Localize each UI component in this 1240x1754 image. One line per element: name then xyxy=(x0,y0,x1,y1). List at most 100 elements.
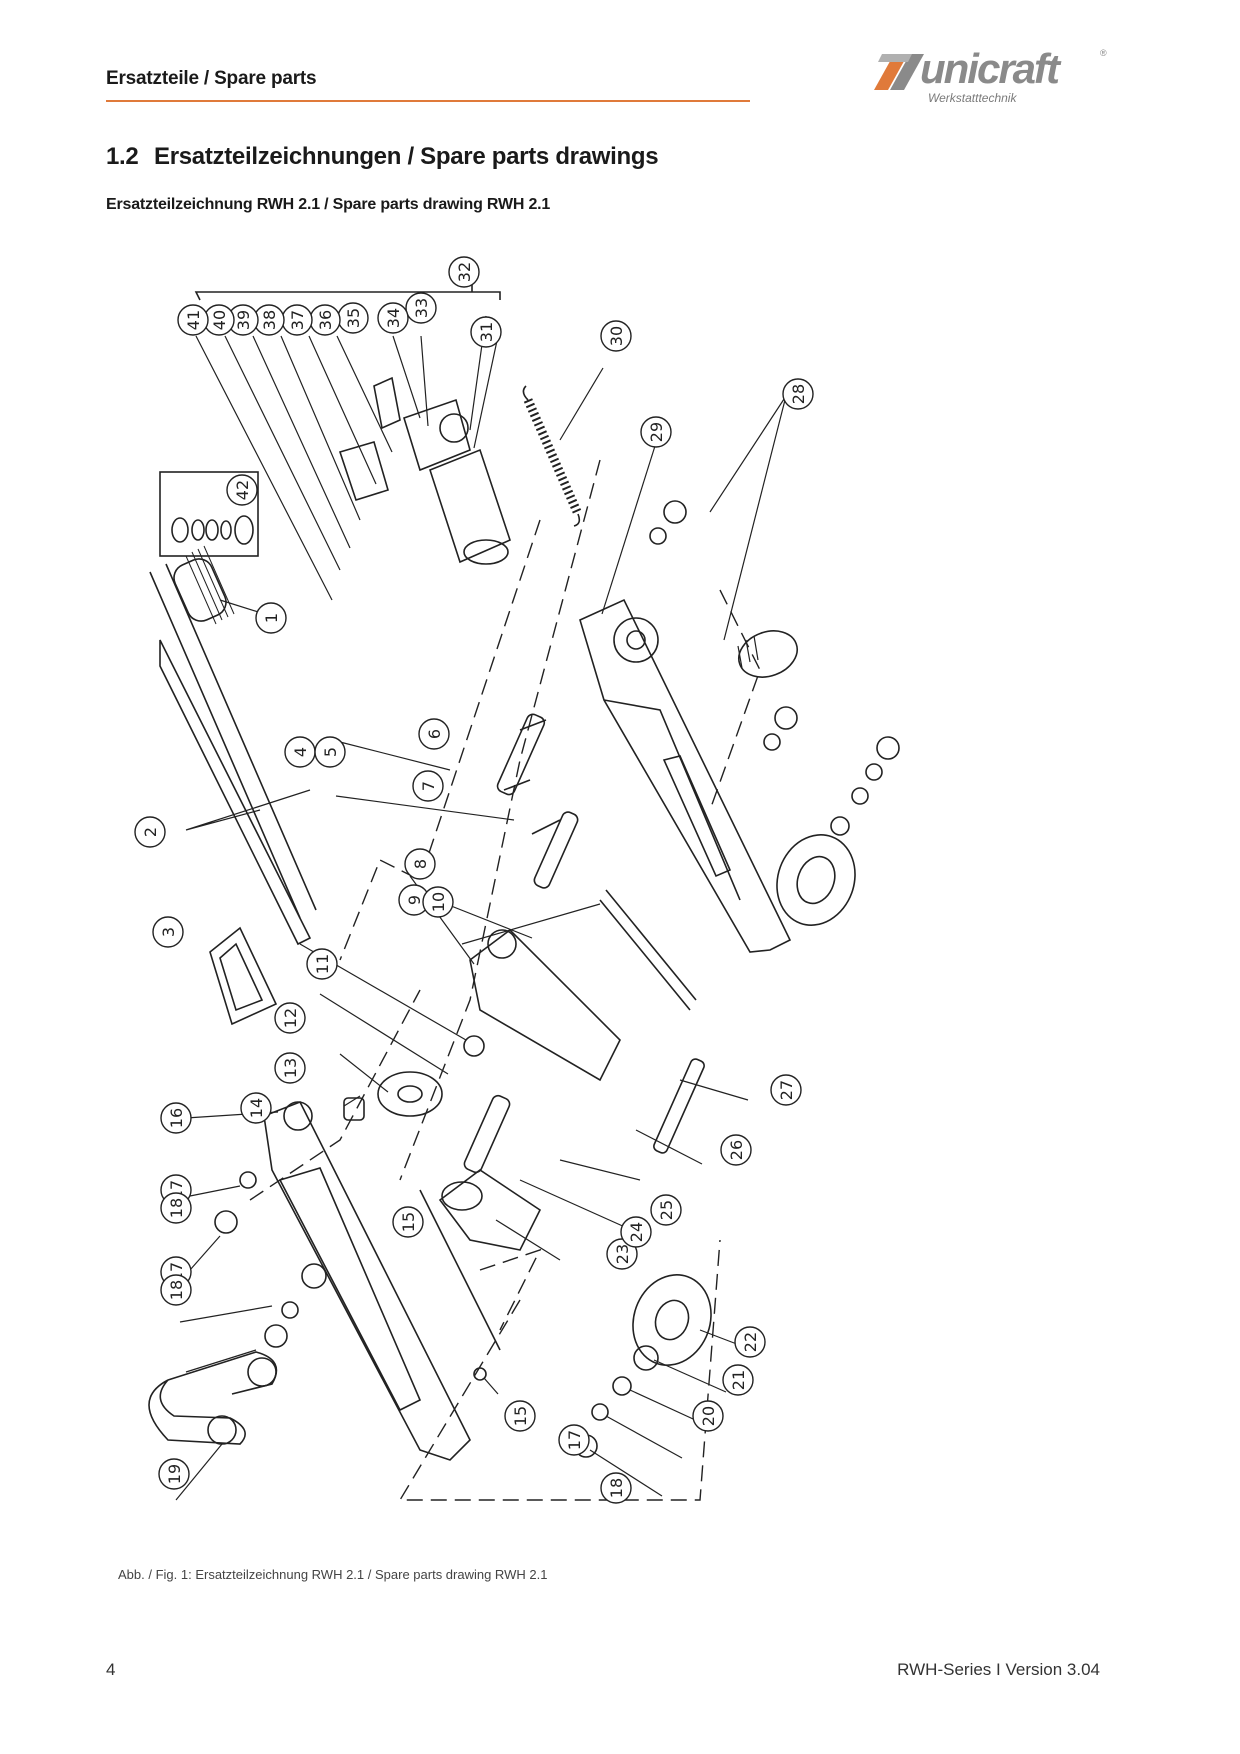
part-callout-3: 3 xyxy=(152,916,184,948)
part-callout-label: 12 xyxy=(281,1008,300,1028)
part-callout-label: 18 xyxy=(607,1478,626,1498)
part-callout-5: 5 xyxy=(314,736,346,768)
unicraft-logo: unicraft ® Werkstatttechnik xyxy=(868,44,1118,106)
part-callout-24: 24 xyxy=(620,1216,652,1248)
part-callout-label: 40 xyxy=(210,310,229,330)
part-callout-label: 42 xyxy=(233,480,252,500)
part-callout-20: 20 xyxy=(692,1400,724,1432)
part-callout-label: 18 xyxy=(167,1198,186,1218)
section-label: Ersatzteile / Spare parts xyxy=(106,68,317,89)
part-callout-label: 7 xyxy=(419,781,438,791)
part-callout-31: 31 xyxy=(470,316,502,348)
part-callout-27: 27 xyxy=(770,1074,802,1106)
part-callout-label: 32 xyxy=(455,262,474,282)
header-rule xyxy=(106,100,750,102)
part-callout-label: 33 xyxy=(412,298,431,318)
part-callout-label: 4 xyxy=(291,747,310,757)
drawing-linework xyxy=(148,282,900,1461)
part-callout-label: 22 xyxy=(741,1332,760,1352)
section-title: Ersatzteilzeichnungen / Spare parts draw… xyxy=(154,143,659,170)
part-callout-7: 7 xyxy=(412,770,444,802)
part-callout-label: 11 xyxy=(313,954,332,974)
part-callout-21: 21 xyxy=(722,1364,754,1396)
logo-wordmark: unicraft xyxy=(920,45,1060,92)
part-callout-35: 35 xyxy=(337,302,369,334)
part-callout-label: 29 xyxy=(647,422,666,442)
part-callout-label: 38 xyxy=(260,310,279,330)
part-callout-label: 10 xyxy=(429,892,448,912)
part-callout-2: 2 xyxy=(134,816,166,848)
part-callout-17: 17 xyxy=(558,1424,590,1456)
part-callout-34: 34 xyxy=(377,302,409,334)
part-callout-label: 30 xyxy=(607,326,626,346)
part-callout-label: 2 xyxy=(141,827,160,837)
part-callout-41: 41 xyxy=(177,304,209,336)
part-callout-23: 23 xyxy=(606,1238,638,1270)
part-callout-32: 32 xyxy=(448,256,480,288)
part-callout-16: 16 xyxy=(160,1102,192,1134)
part-callout-label: 20 xyxy=(699,1406,718,1426)
figure-caption: Abb. / Fig. 1: Ersatzteilzeichnung RWH 2… xyxy=(118,1567,548,1582)
part-callout-18: 18 xyxy=(600,1472,632,1504)
part-callout-6: 6 xyxy=(418,718,450,750)
part-callout-12: 12 xyxy=(274,1002,306,1034)
part-callout-label: 35 xyxy=(344,308,363,328)
part-callout-label: 6 xyxy=(425,729,444,739)
part-callout-label: 8 xyxy=(411,859,430,869)
part-callout-39: 39 xyxy=(227,304,259,336)
part-callout-label: 36 xyxy=(316,310,335,330)
part-callout-label: 5 xyxy=(321,747,340,757)
leader-lines xyxy=(175,315,787,1501)
document-version: RWH-Series I Version 3.04 xyxy=(897,1660,1100,1679)
logo-mark-icon xyxy=(874,54,924,90)
part-callout-15: 15 xyxy=(392,1206,424,1238)
part-callout-label: 28 xyxy=(789,384,808,404)
part-callout-1: 1 xyxy=(255,602,287,634)
page-title: 1.2 Ersatzteilzeichnungen / Spare parts d… xyxy=(106,143,659,171)
part-callout-label: 13 xyxy=(281,1058,300,1078)
part-callout-11: 11 xyxy=(306,948,338,980)
drawing-subtitle: Ersatzteilzeichnung RWH 2.1 / Spare part… xyxy=(106,196,551,213)
drawing-dashed-lines xyxy=(249,459,761,1501)
part-callout-30: 30 xyxy=(600,320,632,352)
part-callout-label: 37 xyxy=(288,310,307,330)
part-callout-label: 39 xyxy=(234,310,253,330)
part-callout-label: 24 xyxy=(627,1222,646,1242)
part-callout-14: 14 xyxy=(240,1092,272,1124)
part-callout-label: 15 xyxy=(399,1212,418,1232)
part-callout-15: 15 xyxy=(504,1400,536,1432)
part-callout-label: 23 xyxy=(613,1244,632,1264)
part-callout-36: 36 xyxy=(309,304,341,336)
part-callout-label: 3 xyxy=(159,927,178,937)
part-callout-label: 41 xyxy=(184,310,203,330)
part-callout-label: 18 xyxy=(167,1280,186,1300)
page-number: 4 xyxy=(106,1660,116,1679)
part-callout-label: 27 xyxy=(777,1080,796,1100)
part-callout-label: 31 xyxy=(477,322,496,342)
part-callout-label: 26 xyxy=(727,1140,746,1160)
part-callout-label: 21 xyxy=(729,1370,748,1390)
part-callout-19: 19 xyxy=(158,1458,190,1490)
part-callout-13: 13 xyxy=(274,1052,306,1084)
part-callout-label: 16 xyxy=(167,1108,186,1128)
part-callout-label: 34 xyxy=(384,308,403,328)
part-callout-label: 25 xyxy=(657,1200,676,1220)
part-callout-4: 4 xyxy=(284,736,316,768)
logo-registered-mark: ® xyxy=(1100,48,1107,58)
part-callout-8: 8 xyxy=(404,848,436,880)
part-callout-42: 42 xyxy=(226,474,258,506)
part-callout-label: 1 xyxy=(262,613,281,623)
part-callout-18: 18 xyxy=(160,1192,192,1224)
part-callout-37: 37 xyxy=(281,304,313,336)
part-callout-25: 25 xyxy=(650,1194,682,1226)
part-callout-28: 28 xyxy=(782,378,814,410)
part-callout-label: 17 xyxy=(565,1430,584,1450)
part-callout-9: 9 xyxy=(398,884,430,916)
logo-tagline: Werkstatttechnik xyxy=(928,91,1017,105)
part-callout-label: 14 xyxy=(247,1098,266,1118)
part-callout-label: 19 xyxy=(165,1464,184,1484)
section-number: 1.2 xyxy=(106,143,139,170)
part-callout-18: 18 xyxy=(160,1274,192,1306)
part-callout-29: 29 xyxy=(640,416,672,448)
